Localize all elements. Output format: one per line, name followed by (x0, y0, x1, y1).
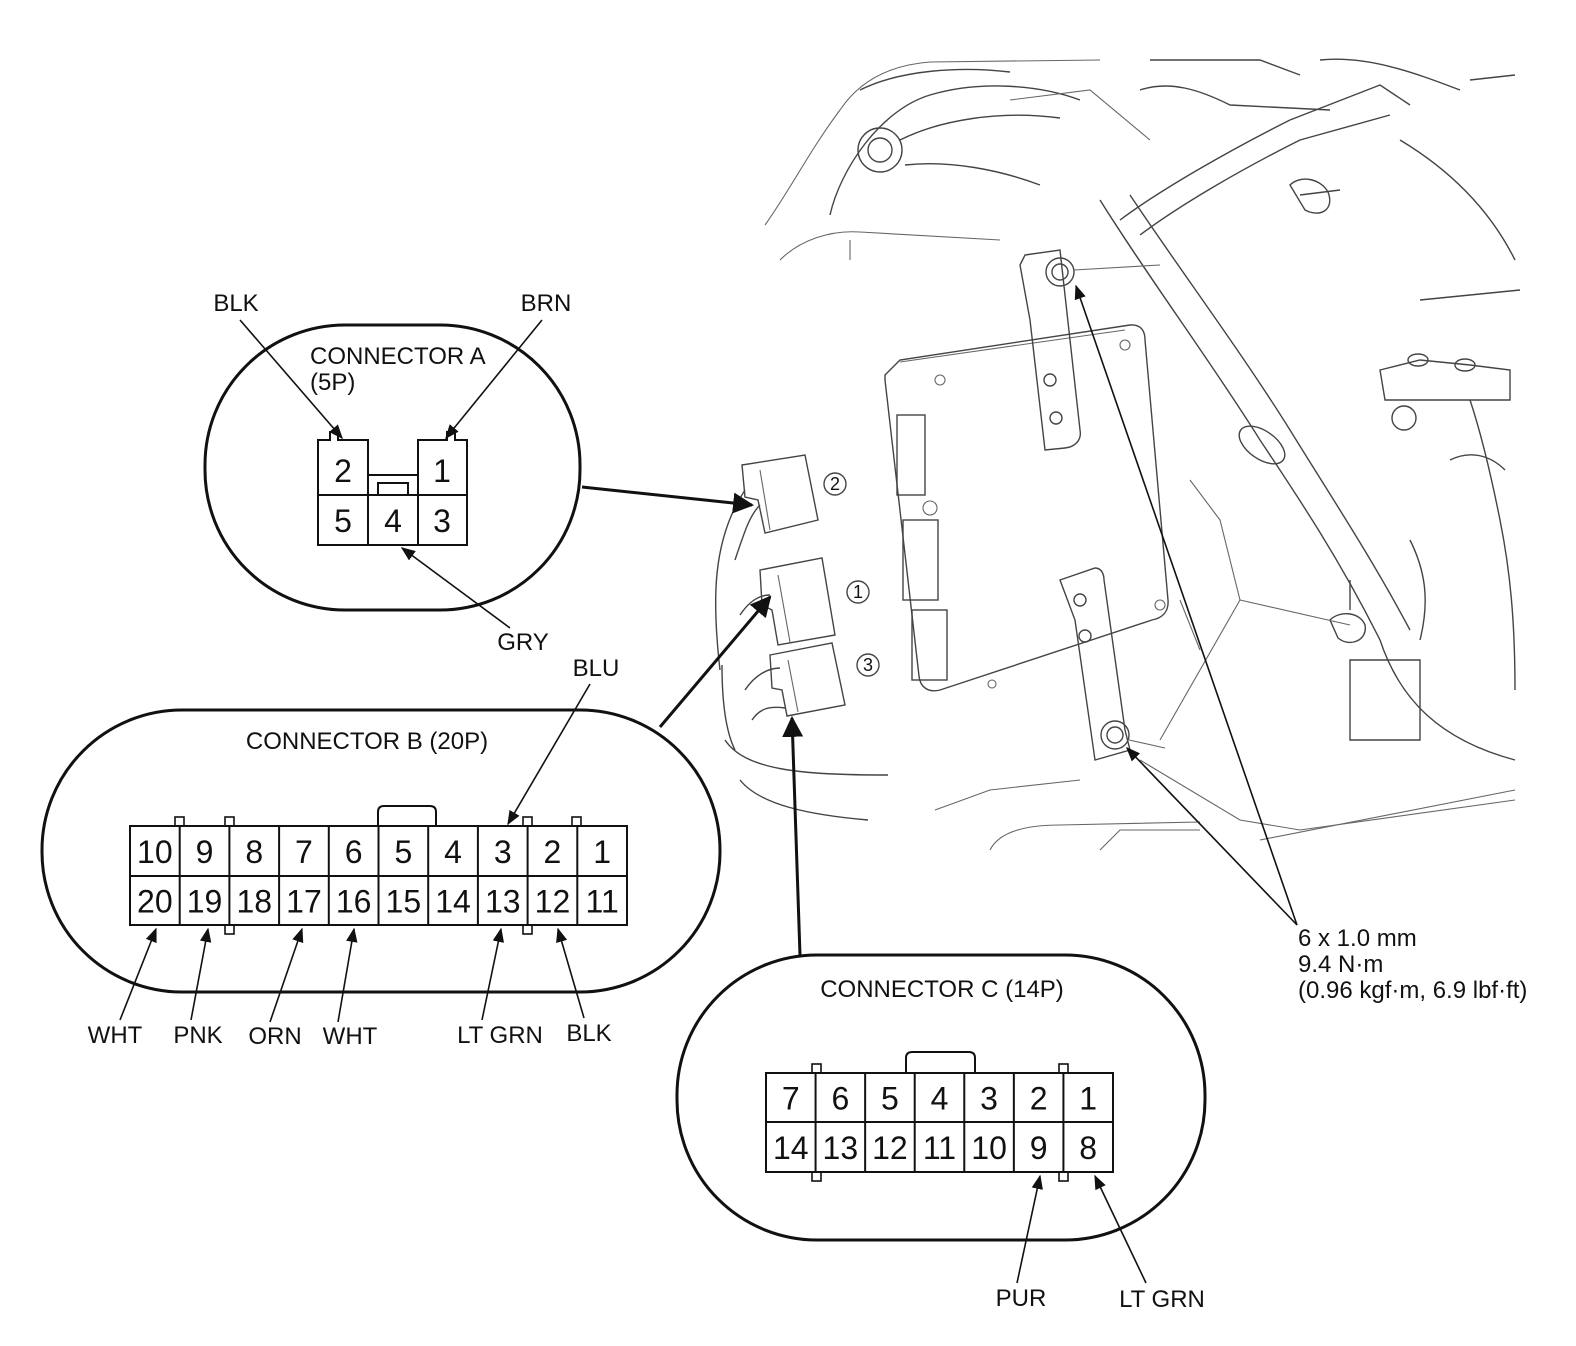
connector-c-title: CONNECTOR C (14P) (820, 976, 1064, 1003)
connector-a-subtitle: (5P) (310, 369, 355, 396)
connector-c-pin: 14 (773, 1130, 809, 1166)
bolt-top (1045, 257, 1161, 287)
connector-b-pin: 11 (586, 884, 619, 920)
connector-c-pin: 10 (971, 1130, 1007, 1166)
connector-c-pin: 2 (1030, 1081, 1048, 1117)
connector-b-title: CONNECTOR B (20P) (246, 728, 488, 755)
connector-c-pin: 7 (782, 1081, 800, 1117)
callout-2: 2 (823, 472, 847, 496)
connector-c-pin: 12 (872, 1130, 908, 1166)
connector-b-pin: 1 (593, 834, 611, 870)
connector-b-pin: 15 (386, 884, 422, 920)
connector-b-pin: 17 (286, 884, 322, 920)
callout-1: 1 (846, 580, 870, 604)
connector-a-callout: CONNECTOR A (5P) 2 1 5 4 3 BLK BRN GRY (203, 290, 582, 656)
connector-a-pin: 1 (433, 453, 451, 489)
connector-b-pin: 16 (336, 884, 372, 920)
connector-b-pin: 3 (494, 834, 512, 870)
connector-b-pin: 4 (444, 834, 462, 870)
wire-color-label: BLK (213, 290, 258, 317)
connector-a-pin: 2 (334, 453, 352, 489)
svg-text:2: 2 (830, 474, 840, 494)
wire-color-label: BLK (566, 1020, 611, 1047)
torque-value-alt: (0.96 kgf·m, 6.9 lbf·ft) (1298, 977, 1527, 1004)
bolt-bottom (1100, 720, 1166, 750)
wire-color-label: WHT (88, 1022, 143, 1049)
connector-a-title: CONNECTOR A (310, 343, 486, 370)
connector-b-pin: 6 (345, 834, 363, 870)
connector-b-pin: 2 (544, 834, 562, 870)
connector-b-pin: 13 (485, 884, 521, 920)
connector-a-pin: 3 (433, 503, 451, 539)
wire-color-label: PUR (996, 1285, 1047, 1312)
torque-value-nm: 9.4 N·m (1298, 951, 1383, 978)
control-unit (884, 249, 1169, 761)
wire-color-label: PNK (173, 1022, 222, 1049)
wire-color-label: ORN (248, 1023, 301, 1050)
connector-c-pin: 4 (931, 1081, 949, 1117)
connector-c-pin: 11 (923, 1130, 956, 1166)
connector-b-pin: 18 (236, 884, 272, 920)
wire-color-label: GRY (497, 629, 549, 656)
connector-b-pin: 14 (435, 884, 471, 920)
wire-color-label: LT GRN (457, 1022, 543, 1049)
wire-color-label: LT GRN (1119, 1286, 1205, 1313)
connector-c-pin: 3 (980, 1081, 998, 1117)
connector-c-pin: 1 (1079, 1081, 1097, 1117)
connector-c-pin: 5 (881, 1081, 899, 1117)
connector-a-pin: 5 (334, 503, 352, 539)
connector-c-pin: 9 (1030, 1130, 1048, 1166)
torque-spec: 6 x 1.0 mm 9.4 N·m (0.96 kgf·m, 6.9 lbf·… (1074, 284, 1527, 1004)
wire-color-label: BRN (521, 290, 572, 317)
connector-b-pin: 9 (196, 834, 214, 870)
connector-b-pointer (658, 595, 772, 728)
connector-c-pin: 8 (1079, 1130, 1097, 1166)
wire-color-label: BLU (573, 655, 620, 682)
harness-connectors: 2 1 3 (714, 454, 889, 821)
connector-b-pin: 12 (535, 884, 571, 920)
connector-b-pin: 19 (187, 884, 223, 920)
connector-c-pin: 13 (823, 1130, 859, 1166)
connector-c-pointer (782, 715, 804, 956)
svg-text:1: 1 (853, 582, 863, 602)
svg-text:3: 3 (863, 655, 873, 675)
connector-b-pin: 20 (137, 884, 173, 920)
engine-bay-illustration (764, 58, 1521, 851)
connector-a-pin: 4 (384, 503, 402, 539)
connector-a-pointer (581, 485, 755, 514)
connector-b-pin: 7 (295, 834, 313, 870)
callout-3: 3 (856, 653, 880, 677)
connector-b-pin: 8 (245, 834, 263, 870)
wire-color-label: WHT (323, 1023, 378, 1050)
connector-b-pin: 10 (137, 834, 173, 870)
connector-c-pin: 6 (831, 1081, 849, 1117)
connector-b-pin: 5 (394, 834, 412, 870)
torque-size: 6 x 1.0 mm (1298, 925, 1417, 952)
